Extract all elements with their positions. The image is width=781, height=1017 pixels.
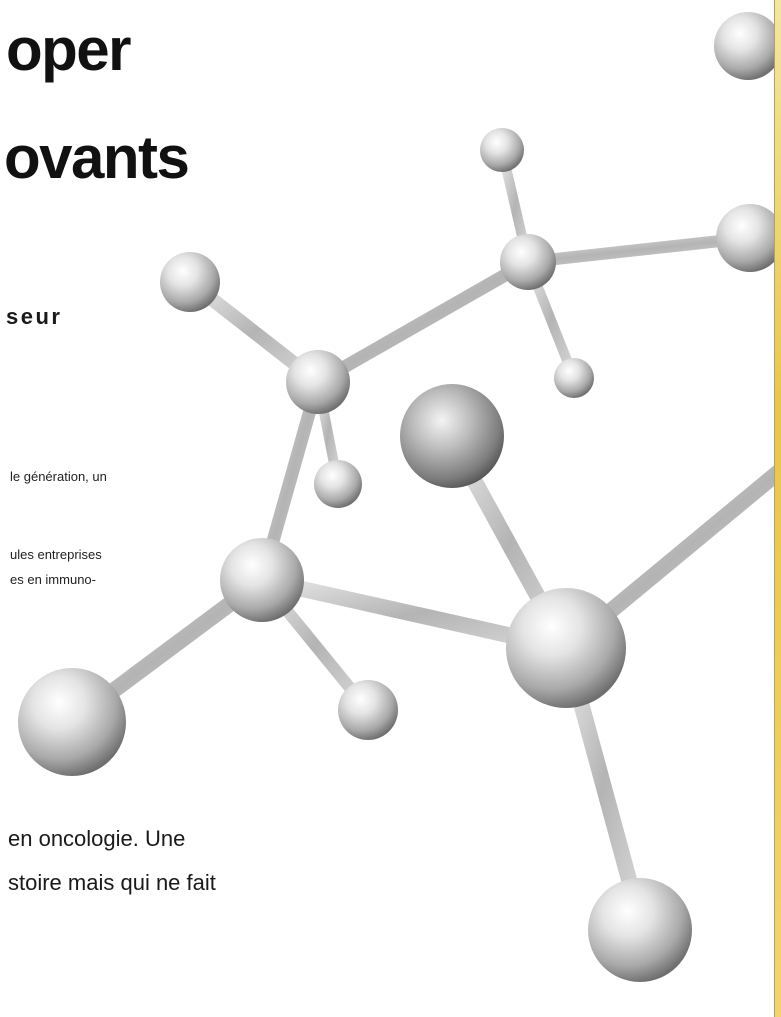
subheading: seur [6,304,63,329]
molecule-bonds [66,44,781,928]
page-edge-accent-strip [775,0,781,1017]
small-text-line-1: le génération, un [10,469,107,484]
molecule-atoms [18,12,781,982]
headline-line-2: ovants [4,124,190,191]
body-text-line-2: stoire mais qui ne fait [8,870,216,895]
page-edge-line [774,0,775,1017]
small-text-line-2: ules entreprises [10,547,102,562]
small-text-line-3: es en immuno- [10,572,96,587]
headline-line-1: oper [6,16,132,83]
body-text-line-1: en oncologie. Une [8,826,186,851]
